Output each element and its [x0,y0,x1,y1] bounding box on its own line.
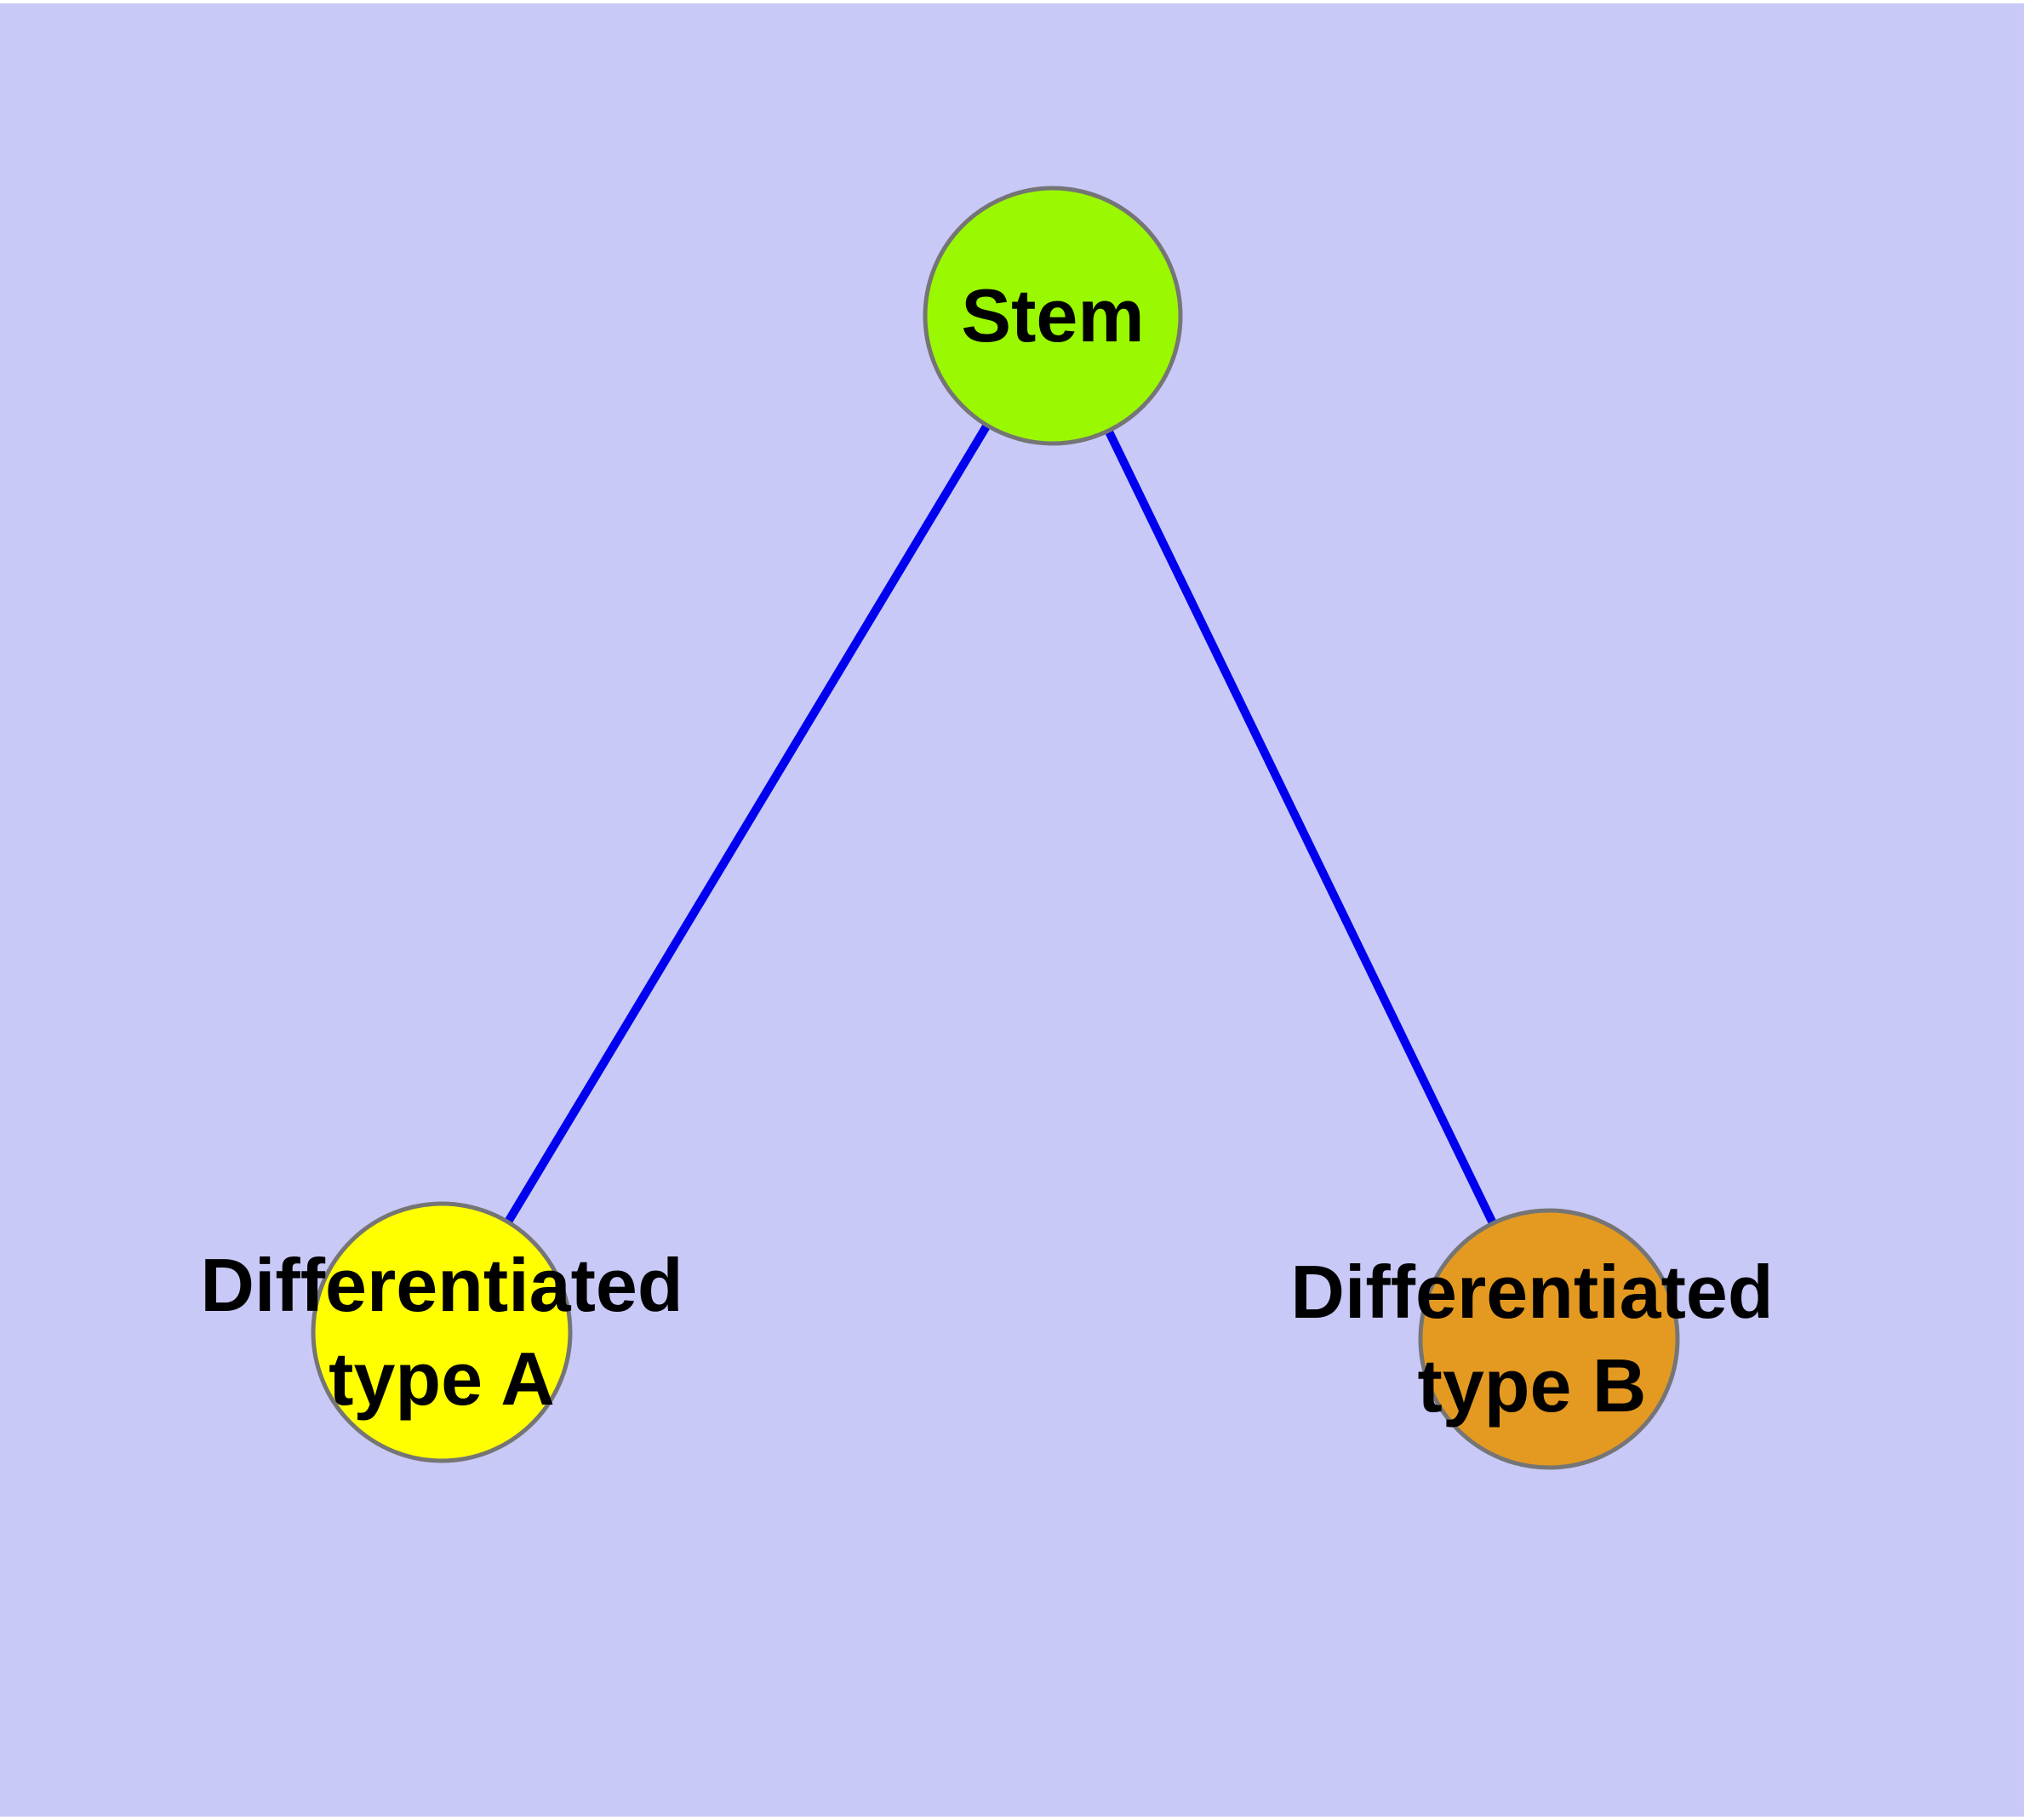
node-type-a-label-line2: type A [329,1336,555,1421]
node-type-b-circle [1418,1208,1680,1470]
node-type-b-label-line1: Differentiated [1290,1250,1774,1334]
node-type-b-label: Differentiated type B [1149,1245,1915,1433]
node-type-a-circle [311,1201,573,1463]
edge-stem-to-type-b [1049,313,1553,1342]
node-type-a-label-line1: Differentiated [200,1243,683,1327]
node-type-b-label-line2: type B [1417,1343,1647,1428]
node-stem-label: Stem [961,273,1145,358]
node-type-a-label: Differentiated type A [59,1239,825,1426]
node-stem-circle [923,186,1183,446]
edge-stem-to-type-a [437,313,1057,1335]
